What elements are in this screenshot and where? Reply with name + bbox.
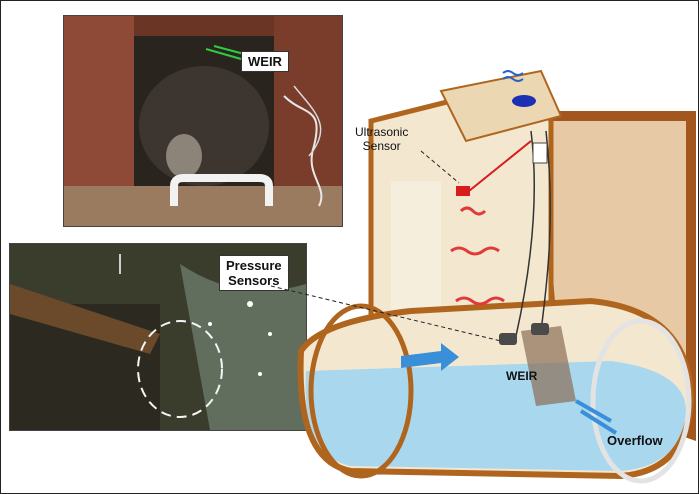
weir-leader-line [206,49,241,59]
ultrasonic-leader-line [421,151,459,183]
pressure-leader-line [271,286,501,341]
